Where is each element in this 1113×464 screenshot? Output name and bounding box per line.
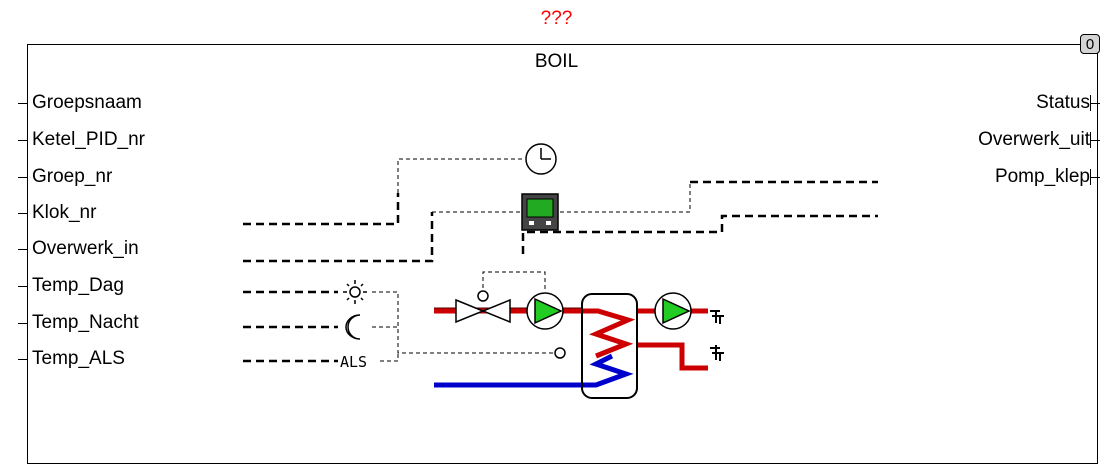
output-label-status: Status xyxy=(1036,92,1090,113)
boiler-schematic: ALS xyxy=(243,143,878,399)
pump-icon xyxy=(526,292,564,330)
input-label-klok-nr: Klok_nr xyxy=(32,202,97,223)
connector-lines xyxy=(372,158,691,362)
sun-icon xyxy=(343,280,367,304)
pump-icon-secondary xyxy=(654,292,692,330)
moon-icon xyxy=(345,314,361,340)
block-type-label: BOIL xyxy=(534,51,579,72)
cold-water-pipes xyxy=(434,353,634,388)
input-label-temp-nacht: Temp_Nacht xyxy=(32,312,139,333)
signal-lines xyxy=(243,180,878,363)
als-label: ALS xyxy=(340,353,367,371)
input-label-overwerk-in: Overwerk_in xyxy=(32,238,139,259)
tap-icon xyxy=(710,310,724,324)
tap-icon-secondary xyxy=(710,345,724,361)
sensor-icon xyxy=(554,347,566,359)
valve-icon xyxy=(455,290,511,324)
boiler-tank-icon xyxy=(581,293,638,399)
output-label-pomp-klep: Pomp_klep xyxy=(994,166,1090,187)
input-label-groepsnaam: Groepsnaam xyxy=(32,92,142,113)
control-panel-icon xyxy=(521,193,559,231)
input-label-ketel-pid-nr: Ketel_PID_nr xyxy=(32,129,146,150)
input-label-groep-nr: Groep_nr xyxy=(32,166,113,187)
instance-counter-badge: 0 xyxy=(1080,34,1100,54)
clock-icon xyxy=(525,143,557,175)
output-label-overwerk-uit: Overwerk_uit xyxy=(978,129,1090,150)
input-label-temp-dag: Temp_Dag xyxy=(32,275,124,296)
input-label-temp-als: Temp_ALS xyxy=(32,348,125,369)
instance-name: ??? xyxy=(540,8,573,29)
